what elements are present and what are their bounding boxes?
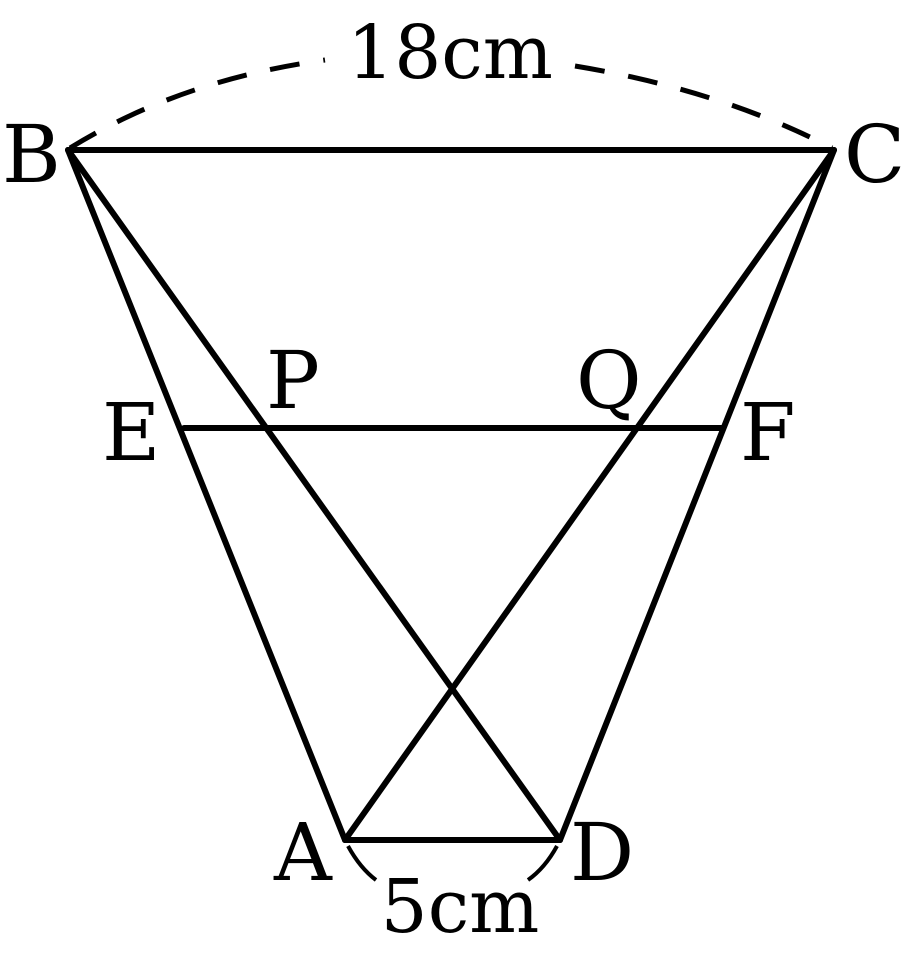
label-point-e: E bbox=[102, 386, 160, 479]
label-point-q: Q bbox=[576, 334, 642, 427]
ad-length-arc-left bbox=[346, 845, 378, 882]
diagonal-ca bbox=[342, 147, 837, 843]
label-point-p: P bbox=[266, 334, 320, 427]
label-length-ad: 5cm bbox=[381, 864, 540, 950]
label-point-d: D bbox=[570, 806, 634, 899]
diagonal-bd bbox=[65, 147, 563, 843]
label-point-c: C bbox=[844, 108, 904, 201]
segment-ba bbox=[65, 147, 348, 843]
label-length-bc: 18cm bbox=[347, 10, 553, 96]
label-point-f: F bbox=[740, 386, 796, 479]
label-point-b: B bbox=[2, 108, 61, 201]
bc-length-arc-left bbox=[68, 57, 326, 151]
bc-length-arc-right bbox=[574, 63, 834, 151]
ad-length-arc-right bbox=[526, 845, 559, 882]
segment-cd bbox=[557, 147, 837, 843]
label-point-a: A bbox=[273, 806, 333, 899]
